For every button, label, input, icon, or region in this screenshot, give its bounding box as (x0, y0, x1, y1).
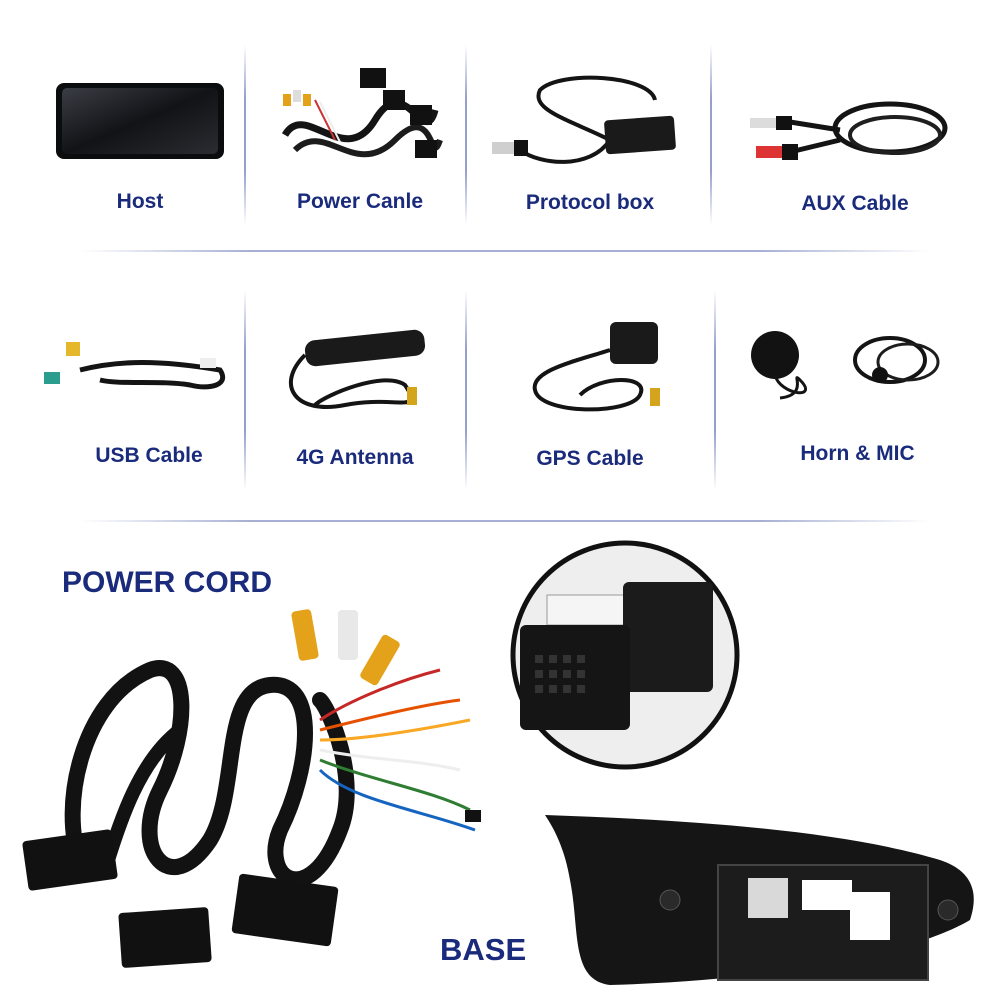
host-screen-icon (56, 83, 224, 159)
item-horn-mic: Horn & MIC (740, 320, 970, 475)
item-power-cable: Power Canle (255, 60, 460, 230)
item-label: GPS Cable (536, 447, 644, 470)
item-label: Host (116, 190, 164, 213)
divider-vertical (710, 45, 712, 225)
divider-vertical (465, 45, 467, 225)
item-label: Horn & MIC (800, 442, 915, 465)
item-label: AUX Cable (801, 192, 909, 215)
power-cord-harness-icon (22, 609, 481, 968)
divider-vertical (465, 290, 467, 490)
base-bracket-icon (545, 815, 974, 985)
horn-mic-icon (751, 331, 940, 400)
item-host: Host (40, 70, 240, 230)
item-protocol-box: Protocol box (480, 70, 700, 230)
base-title: BASE (440, 932, 527, 967)
usb-cable-icon (44, 342, 225, 390)
item-aux-cable: AUX Cable (730, 80, 980, 230)
divider-vertical (244, 45, 246, 225)
item-label: Power Canle (296, 190, 424, 213)
item-gps-cable: GPS Cable (510, 320, 680, 480)
item-label: USB Cable (95, 444, 203, 467)
item-4g-antenna: 4G Antenna (265, 325, 455, 485)
divider-vertical (714, 290, 716, 490)
item-label: Protocol box (525, 191, 655, 214)
item-usb-cable: USB Cable (40, 330, 240, 480)
power-cord-title: POWER CORD (62, 566, 272, 599)
power-cable-icon (281, 68, 443, 158)
aux-cable-icon (750, 101, 948, 160)
protocol-box-icon (492, 75, 676, 164)
antenna-icon (288, 329, 426, 409)
divider-horizontal (80, 250, 930, 252)
connector-closeup-icon (510, 540, 740, 770)
divider-vertical (244, 290, 246, 490)
divider-horizontal (80, 520, 930, 522)
item-label: 4G Antenna (296, 446, 414, 469)
gps-cable-icon (532, 322, 660, 412)
